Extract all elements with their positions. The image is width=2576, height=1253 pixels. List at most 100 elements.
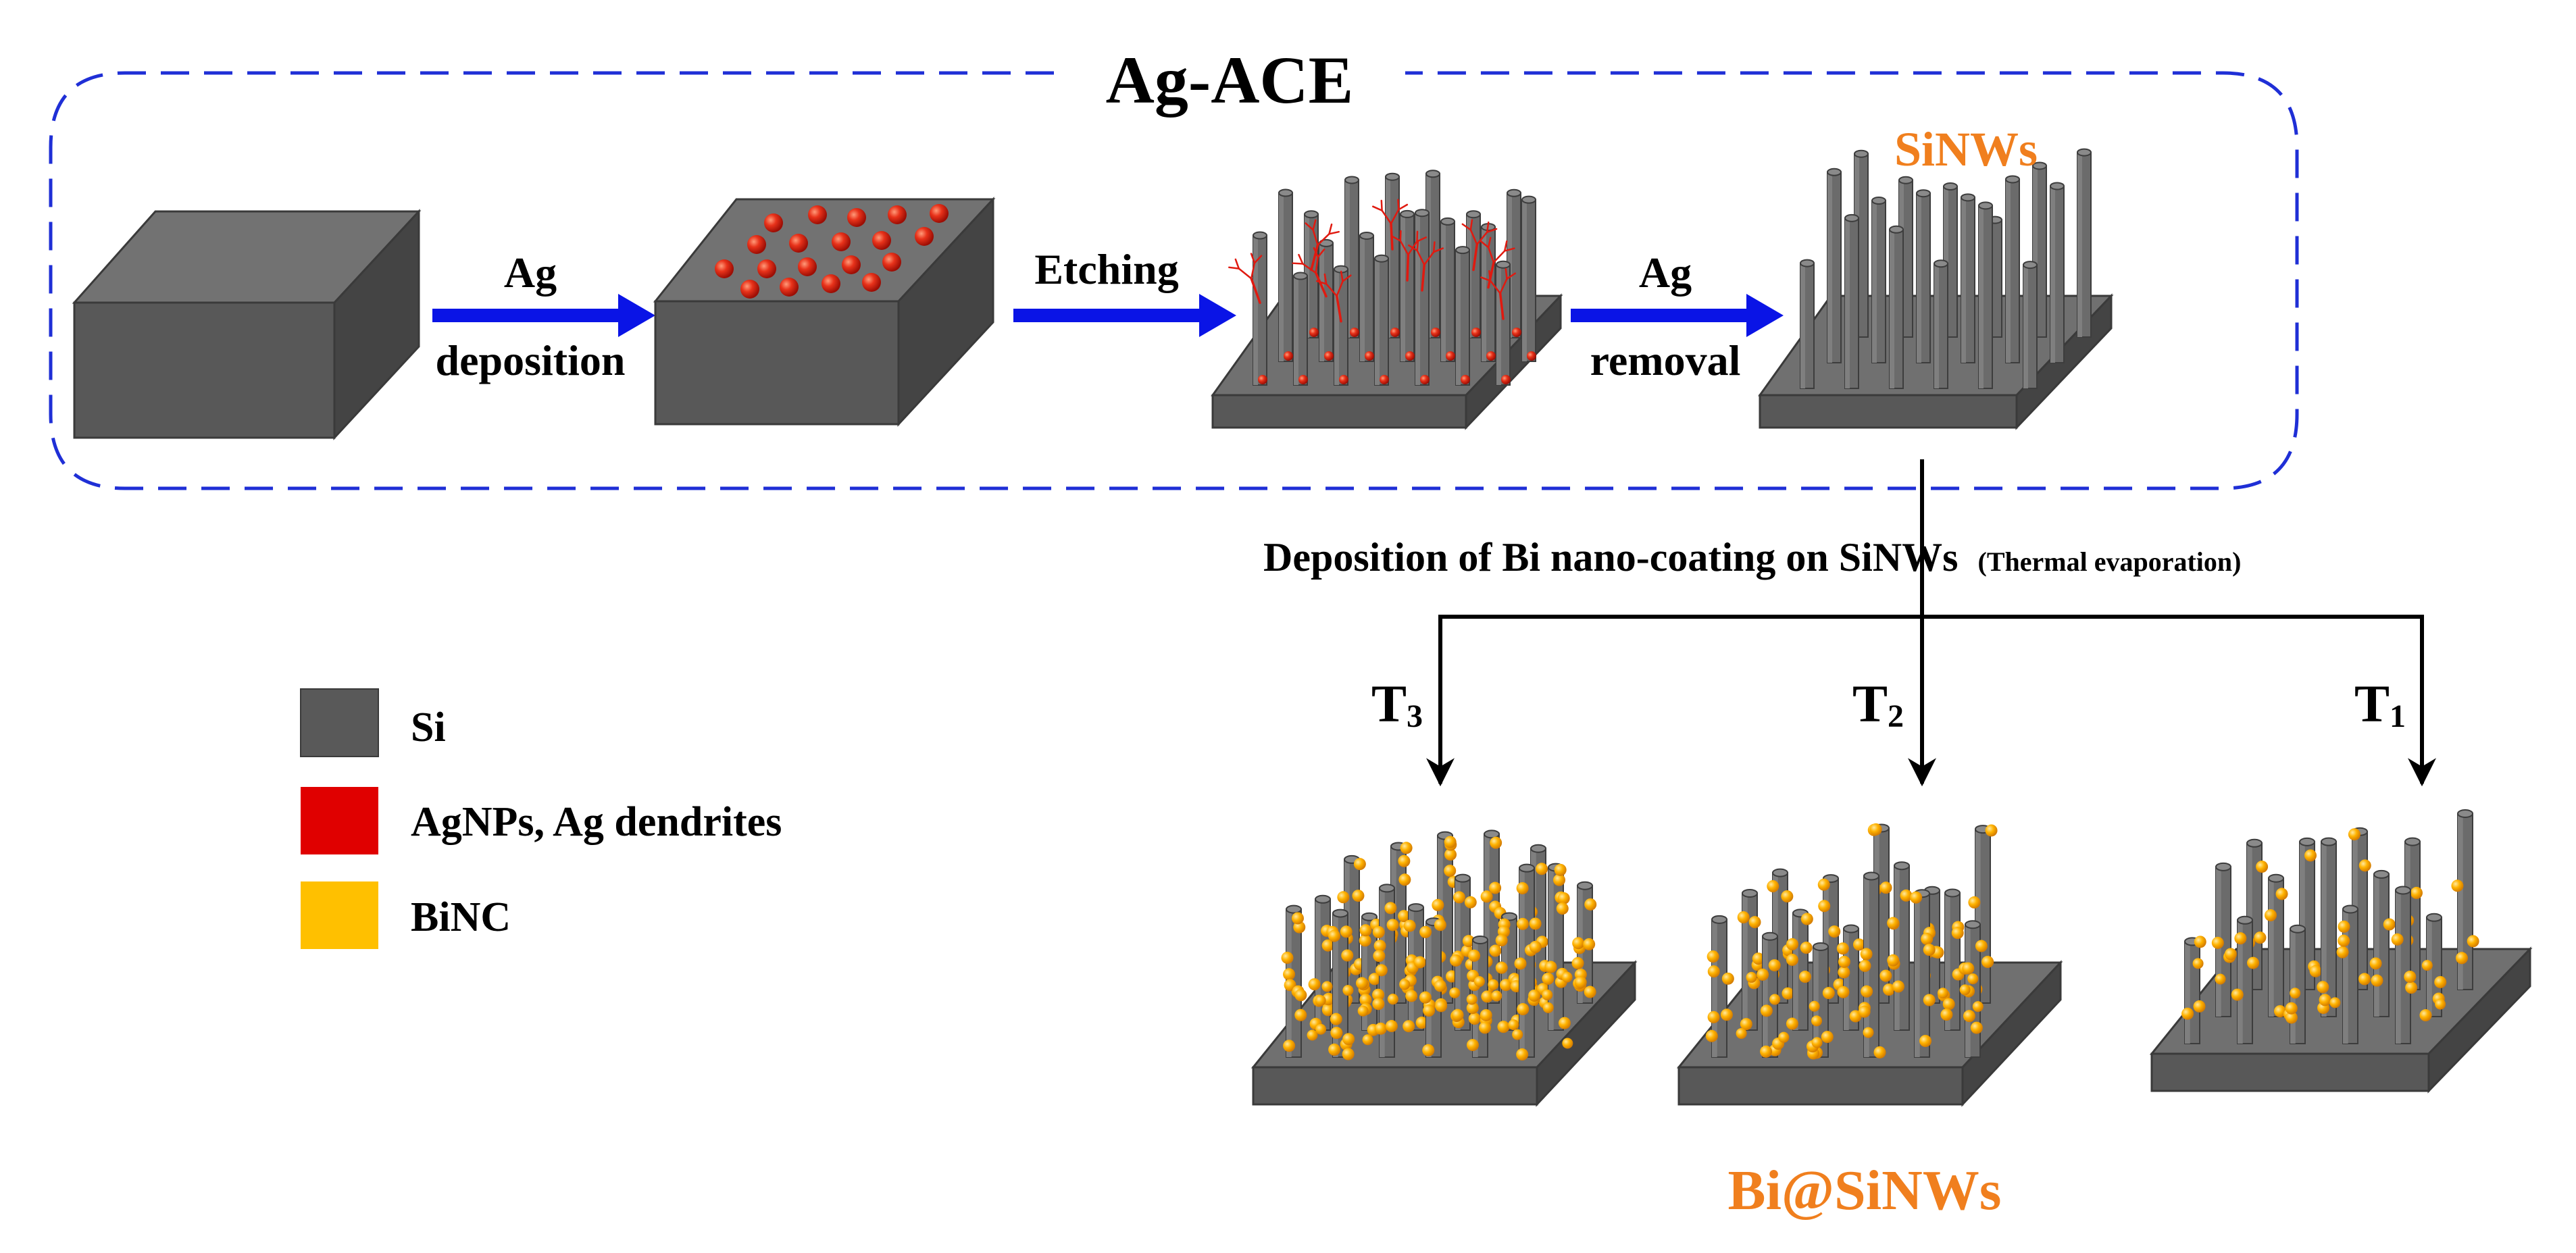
bi-nanoparticle <box>1342 1033 1355 1046</box>
nanowire-top <box>2457 809 2473 819</box>
bi-nanoparticle <box>1466 1039 1479 1052</box>
bi-nanoparticle <box>1786 1017 1798 1030</box>
nanowire-top <box>1772 868 1788 877</box>
ag-nanoparticle <box>842 255 861 274</box>
nanowire-highlight <box>1844 928 1849 1030</box>
bi-nanoparticle <box>1967 973 1979 985</box>
bi-nanoparticle <box>1707 1011 1720 1023</box>
bi-nanoparticle <box>1480 1008 1492 1021</box>
nanowire-top <box>1742 888 1758 898</box>
bi-nanoparticle <box>1887 954 1900 967</box>
ag-nanoparticle <box>1527 351 1536 361</box>
ag-nanoparticle <box>740 280 759 299</box>
bi-nanoparticle <box>2336 946 2349 958</box>
ag-dendrite-branch <box>1310 243 1319 272</box>
bi-nanoparticle <box>1328 1043 1341 1056</box>
nanowire-top <box>1359 231 1374 240</box>
nanowire-top <box>1507 188 1521 197</box>
bi-nanoparticle <box>1413 956 1426 969</box>
bi-nanoparticle <box>1879 881 1892 894</box>
bi-nanoparticle <box>1786 938 1799 950</box>
nanowire-highlight <box>2343 909 2348 1044</box>
bi-nanoparticle <box>1887 917 1900 929</box>
bi-nanoparticle <box>1900 889 1913 902</box>
bi-nanoparticle <box>1373 940 1386 952</box>
nanowire-top <box>1800 259 1815 267</box>
nanowire-highlight <box>1315 899 1321 1030</box>
nanowire-top <box>1577 881 1593 890</box>
bi-nanoparticle <box>1294 1008 1307 1021</box>
bi-nanoparticle <box>1860 948 1873 961</box>
bi-nanoparticle <box>1571 956 1584 969</box>
bi-nanoparticle <box>2404 971 2417 983</box>
bi-nanoparticle <box>1542 989 1553 1000</box>
nanowire-top <box>1894 861 1910 871</box>
nanowire-top <box>2342 904 2358 914</box>
nanowire-top <box>1400 209 1415 218</box>
bi-nanoparticle <box>2435 998 2446 1010</box>
ag-dendrite-branch <box>1397 203 1409 211</box>
ag-dendrite-branch <box>1315 256 1319 274</box>
nanowire-top <box>1455 246 1470 255</box>
ag-dendrite-branch <box>1461 223 1472 231</box>
bi-nanoparticle <box>1372 998 1385 1011</box>
bi-nanoparticle <box>1529 917 1542 930</box>
bi-nanoparticle <box>1985 824 1998 837</box>
nanowire-highlight <box>2033 165 2038 337</box>
ag-dendrite-branch <box>1228 266 1240 270</box>
bi-nanoparticle <box>1584 898 1597 911</box>
bi-nanoparticle <box>1981 956 1994 969</box>
nanowire-highlight <box>1872 201 1877 363</box>
nanowire-top <box>1253 231 1267 240</box>
nanowire-top <box>2077 148 2092 157</box>
ag-dendrite-branch <box>1234 258 1240 270</box>
bi-nanoparticle <box>1508 1019 1519 1031</box>
nanowire-highlight <box>1426 921 1432 1057</box>
ag-dendrite-branch <box>1499 278 1508 295</box>
ag-dendrite-branch <box>1317 233 1330 246</box>
bi-nanoparticle <box>1809 1000 1820 1012</box>
bi-nanoparticle <box>1357 1005 1369 1017</box>
bi-nanoparticle <box>2234 932 2247 945</box>
ag-nanoparticle <box>1309 328 1319 337</box>
ag-dendrite-branch <box>1238 267 1253 280</box>
bi-nanoparticle <box>2194 936 2206 948</box>
bi-nanoparticle <box>1968 896 1981 909</box>
ag-dendrite-branch <box>1390 209 1400 225</box>
ag-dendrite-branch <box>1423 251 1435 266</box>
ag-dendrite-branch <box>1305 222 1314 231</box>
nanowire-top <box>1898 176 1913 184</box>
bi-nanoparticle <box>2285 1002 2298 1015</box>
ag-nanoparticle <box>1284 351 1293 361</box>
nanowire-highlight <box>2023 265 2028 388</box>
bi-nanoparticle <box>2215 973 2226 985</box>
bi-nanoparticle <box>1975 940 1988 952</box>
ag-dendrite-branch <box>1489 280 1501 295</box>
ag-nanoparticle <box>1390 328 1400 337</box>
bi-nanoparticle <box>1328 929 1341 942</box>
bi-nanoparticle <box>1821 1031 1834 1044</box>
nanowire-top <box>1844 213 1859 222</box>
bi-nanoparticle <box>1434 979 1446 992</box>
bi-nanoparticle <box>1937 988 1948 999</box>
ag-dendrite-branch <box>1316 280 1328 285</box>
bi-nanoparticle <box>2348 828 2360 841</box>
ag-nanoparticle <box>1324 351 1334 361</box>
bi-nanoparticle <box>1542 1002 1554 1013</box>
bi-nanoparticle <box>1558 1017 1571 1029</box>
bi-nanoparticle <box>1398 910 1411 923</box>
bi-nanoparticle <box>1760 1045 1773 1058</box>
nanowire-highlight <box>1496 264 1501 385</box>
nanowire-highlight <box>1375 258 1380 385</box>
bi-nanoparticle <box>2309 965 2322 977</box>
bi-nanoparticle <box>1444 865 1457 877</box>
bi-nanoparticle <box>1405 990 1418 1002</box>
bi-nanoparticle <box>1321 939 1334 952</box>
bi-nanoparticle <box>2451 879 2464 892</box>
bi-nanoparticle <box>1940 1008 1953 1021</box>
ag-dendrite-branch <box>1503 240 1508 252</box>
si-wafer-block <box>72 209 422 440</box>
ag-dendrite-branch <box>1399 230 1402 242</box>
bi-nanoparticle <box>1740 1018 1752 1031</box>
nanowire-highlight <box>2006 179 2011 363</box>
